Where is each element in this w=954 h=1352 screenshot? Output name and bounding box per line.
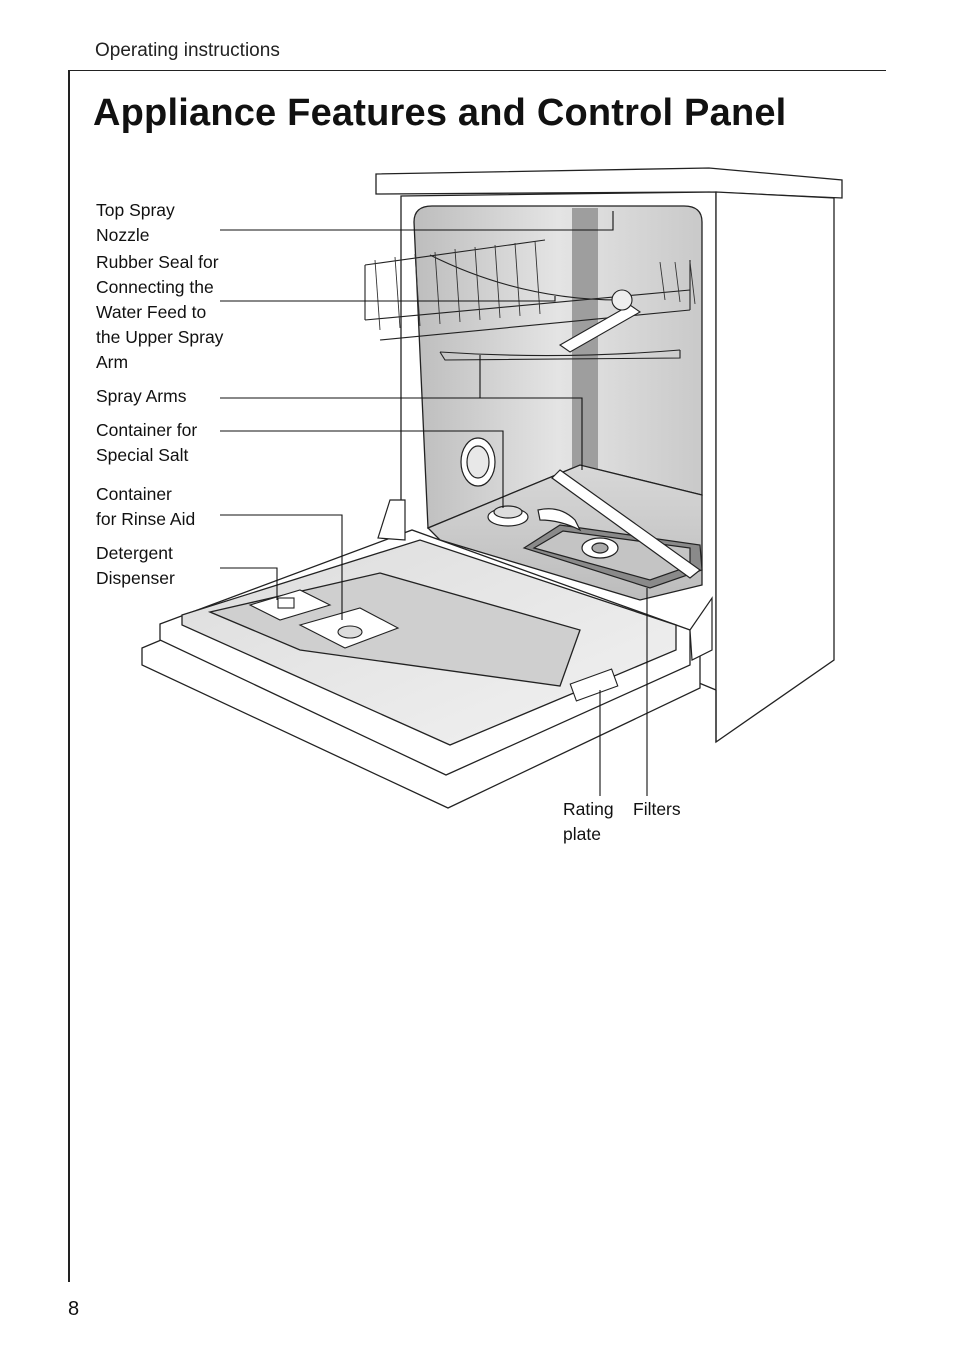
header-rule — [69, 70, 886, 71]
worktop — [375, 167, 843, 199]
margin-rule — [68, 70, 70, 1282]
door — [141, 529, 701, 809]
lower-spray-arm — [537, 469, 701, 579]
label-rating-plate: Rating plate — [563, 799, 614, 844]
page-number: 8 — [68, 1298, 80, 1320]
label-rinse-aid-container: Container for Rinse Aid — [96, 484, 196, 529]
running-head: Operating instructions — [95, 40, 280, 61]
dispenser-area — [248, 589, 619, 702]
label-salt-container: Container for Special Salt — [96, 420, 198, 465]
label-filters: Filters — [633, 799, 681, 819]
leader-lines — [220, 211, 648, 796]
label-spray-arms: Spray Arms — [96, 386, 187, 406]
label-detergent-dispenser: Detergent Dispenser — [96, 543, 175, 588]
upper-basket — [364, 239, 696, 361]
salt-cap — [460, 437, 529, 527]
label-rubber-seal: Rubber Seal for Connecting the Water Fee… — [96, 252, 224, 372]
label-top-spray-nozzle: Top Spray Nozzle — [96, 200, 175, 245]
cabinet-side — [715, 191, 835, 744]
page-title: Appliance Features and Control Panel — [93, 92, 787, 134]
